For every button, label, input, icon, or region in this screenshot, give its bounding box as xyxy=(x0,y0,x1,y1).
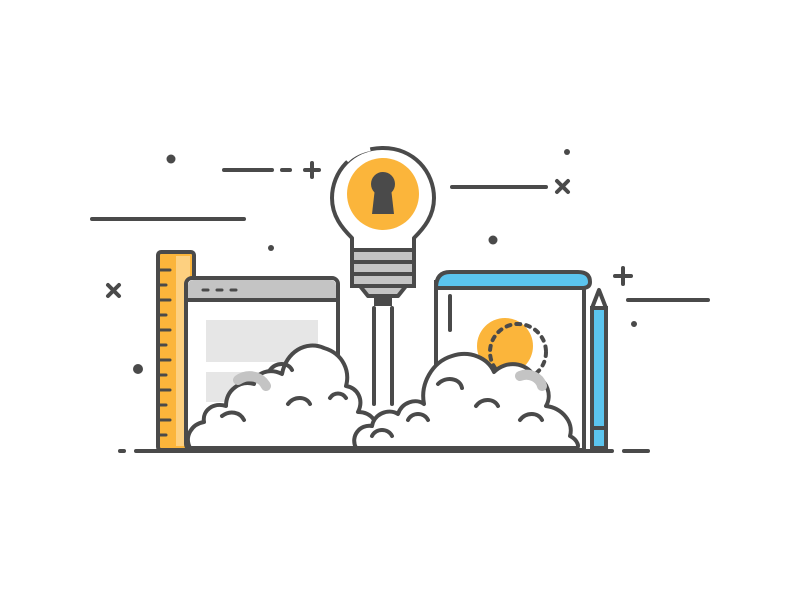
cloud-smoke xyxy=(185,343,580,450)
dot xyxy=(133,364,143,374)
pencil-icon xyxy=(590,288,608,450)
cloud-right xyxy=(352,352,580,450)
sparkle-cross xyxy=(106,283,121,298)
dot xyxy=(631,321,637,327)
keyhole-icon xyxy=(371,172,395,214)
dot xyxy=(488,235,498,245)
smoke-trail xyxy=(372,306,394,406)
dot xyxy=(564,149,570,155)
sparkle-cross xyxy=(303,161,321,179)
cloud-left xyxy=(185,343,379,450)
lightbulb-icon xyxy=(330,145,436,306)
dot xyxy=(166,154,176,164)
sparkle-cross xyxy=(555,179,570,194)
dot xyxy=(268,245,274,251)
sparkle-cross xyxy=(613,266,633,286)
